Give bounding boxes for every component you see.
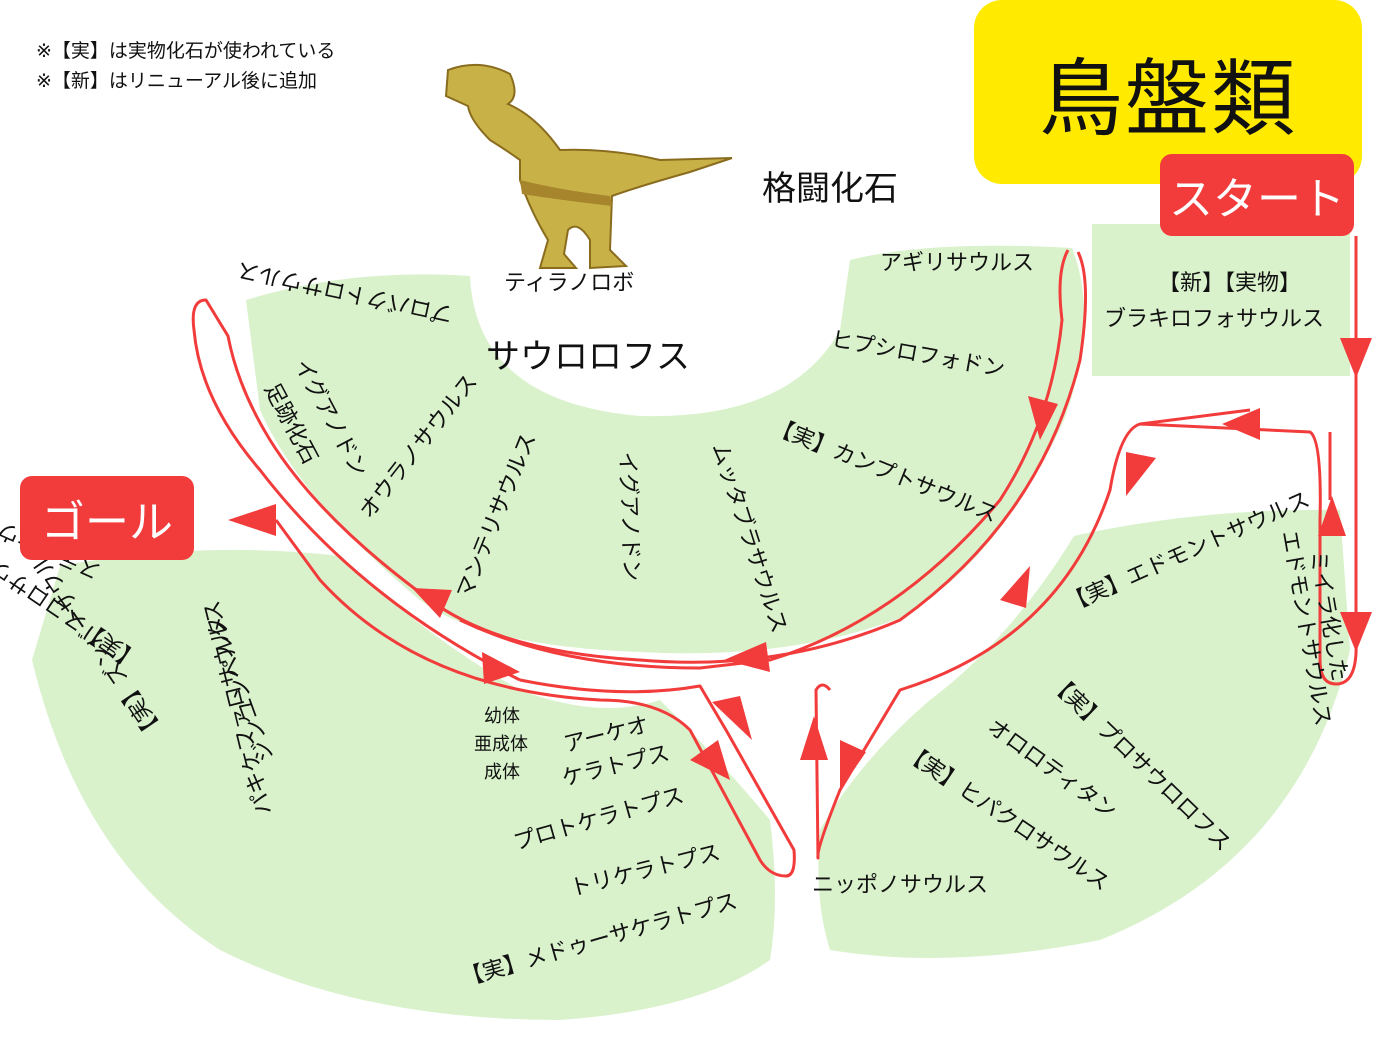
arrow-right-arc [482, 652, 520, 684]
route-center-down [274, 519, 796, 878]
arrow-down-mid [840, 740, 866, 790]
arrow-start-1 [1340, 338, 1372, 378]
route-right-inner [1139, 408, 1332, 500]
arrow-down-center [712, 696, 752, 740]
label-juvenile: 幼体 [484, 706, 520, 727]
page-title: 鳥盤類 [974, 0, 1362, 184]
area-marginocephalia [32, 549, 775, 1020]
arrow-up-center [800, 716, 828, 760]
arrow-left-mid [724, 642, 770, 672]
start-label: スタート [1160, 154, 1354, 236]
label-saurolophus: サウロロフス [486, 337, 690, 377]
arrow-down-1 [1126, 452, 1156, 496]
exhibit-areas [32, 224, 1350, 1020]
label-iguanodon: イグアノドン [614, 451, 644, 581]
goal-label: ゴール [20, 476, 194, 560]
area-hadrosaurid [818, 509, 1350, 958]
arrow-start-2 [1340, 612, 1372, 652]
route-right-loop [814, 422, 1358, 860]
arrow-left-arc [412, 588, 452, 618]
area-iguanodont [246, 245, 1085, 654]
route-inner-upper [459, 249, 1070, 670]
arrow-up-right [1318, 496, 1346, 536]
label-adult: 成体 [484, 762, 520, 783]
visit-route [191, 236, 1367, 878]
label-agilisaurus: アギリサウルス [880, 251, 1034, 276]
arrow-goal [228, 504, 276, 536]
tyrannosaurus-figure-icon [444, 63, 733, 270]
route-arrows [228, 338, 1372, 790]
label-brachylophosaurus: ブラキロフォサウルス [1104, 307, 1324, 332]
legend-notes: ※【実】は実物化石が使われている ※【新】はリニューアル後に追加 [36, 36, 335, 96]
arrow-down-2 [1028, 396, 1058, 440]
label-brachylophosaurus-tag: 【新】【実物】 [1158, 271, 1301, 296]
arrow-up-left [690, 740, 730, 780]
arrow-up-mid [1000, 566, 1030, 608]
route-upper-arc [191, 251, 1088, 682]
note-real-fossil: ※【実】は実物化石が使われている [36, 40, 336, 62]
arrow-left-top [1222, 408, 1260, 440]
note-new-addition: ※【新】はリニューアル後に追加 [36, 70, 317, 92]
label-tyrannosaurus: ティラノロボ [504, 271, 634, 296]
label-nipponosaurus: ニッポノサウルス [812, 873, 988, 898]
label-subadult: 亜成体 [474, 734, 528, 755]
label-fighting-fossil: 格闘化石 [762, 169, 898, 209]
area-brachylophosaurus [1092, 224, 1350, 376]
